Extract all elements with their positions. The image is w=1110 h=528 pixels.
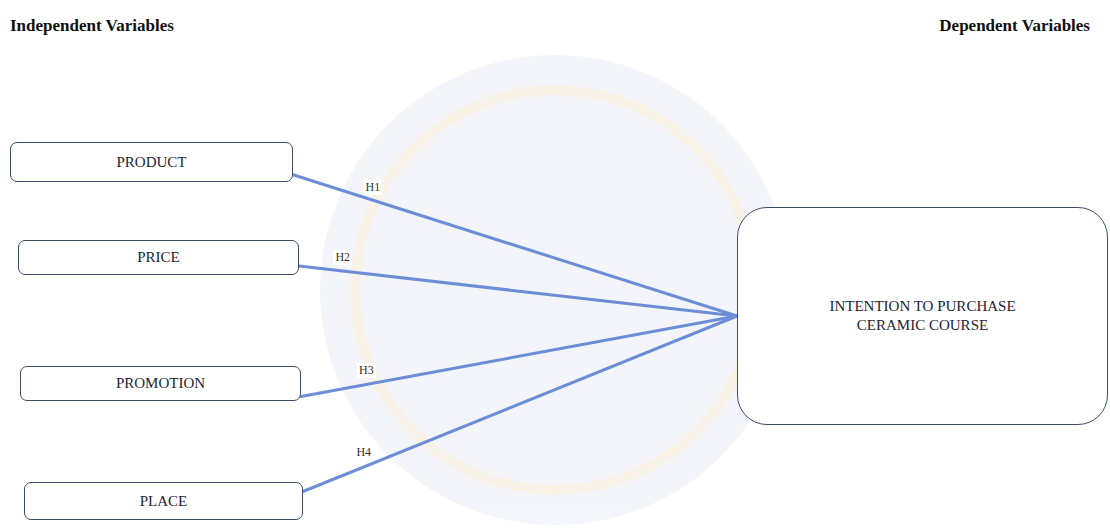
connectors [293, 175, 737, 492]
hypothesis-line [301, 316, 737, 397]
watermark-ring [355, 90, 755, 490]
node-label: INTENTION TO PURCHASE CERAMIC COURSE [823, 297, 1023, 335]
hypothesis-line [299, 266, 737, 316]
section-heading: Dependent Variables [939, 16, 1090, 36]
variable-box: PRICE [18, 240, 299, 275]
variable-box: PLACE [24, 482, 303, 520]
hypothesis-label: H3 [357, 363, 376, 378]
hypothesis-line [303, 316, 737, 492]
outcome-box: INTENTION TO PURCHASE CERAMIC COURSE [737, 207, 1108, 425]
node-label: PRICE [137, 248, 180, 267]
node-label: PRODUCT [116, 153, 186, 172]
node-label: PLACE [140, 492, 188, 511]
variable-box: PROMOTION [20, 366, 301, 401]
hypothesis-label: H1 [364, 180, 383, 195]
section-heading: Independent Variables [10, 16, 174, 36]
hypothesis-label: H2 [333, 250, 352, 265]
node-label: PROMOTION [116, 374, 205, 393]
variable-box: PRODUCT [10, 142, 293, 182]
hypothesis-line [293, 175, 737, 316]
hypothesis-label: H4 [354, 445, 373, 460]
